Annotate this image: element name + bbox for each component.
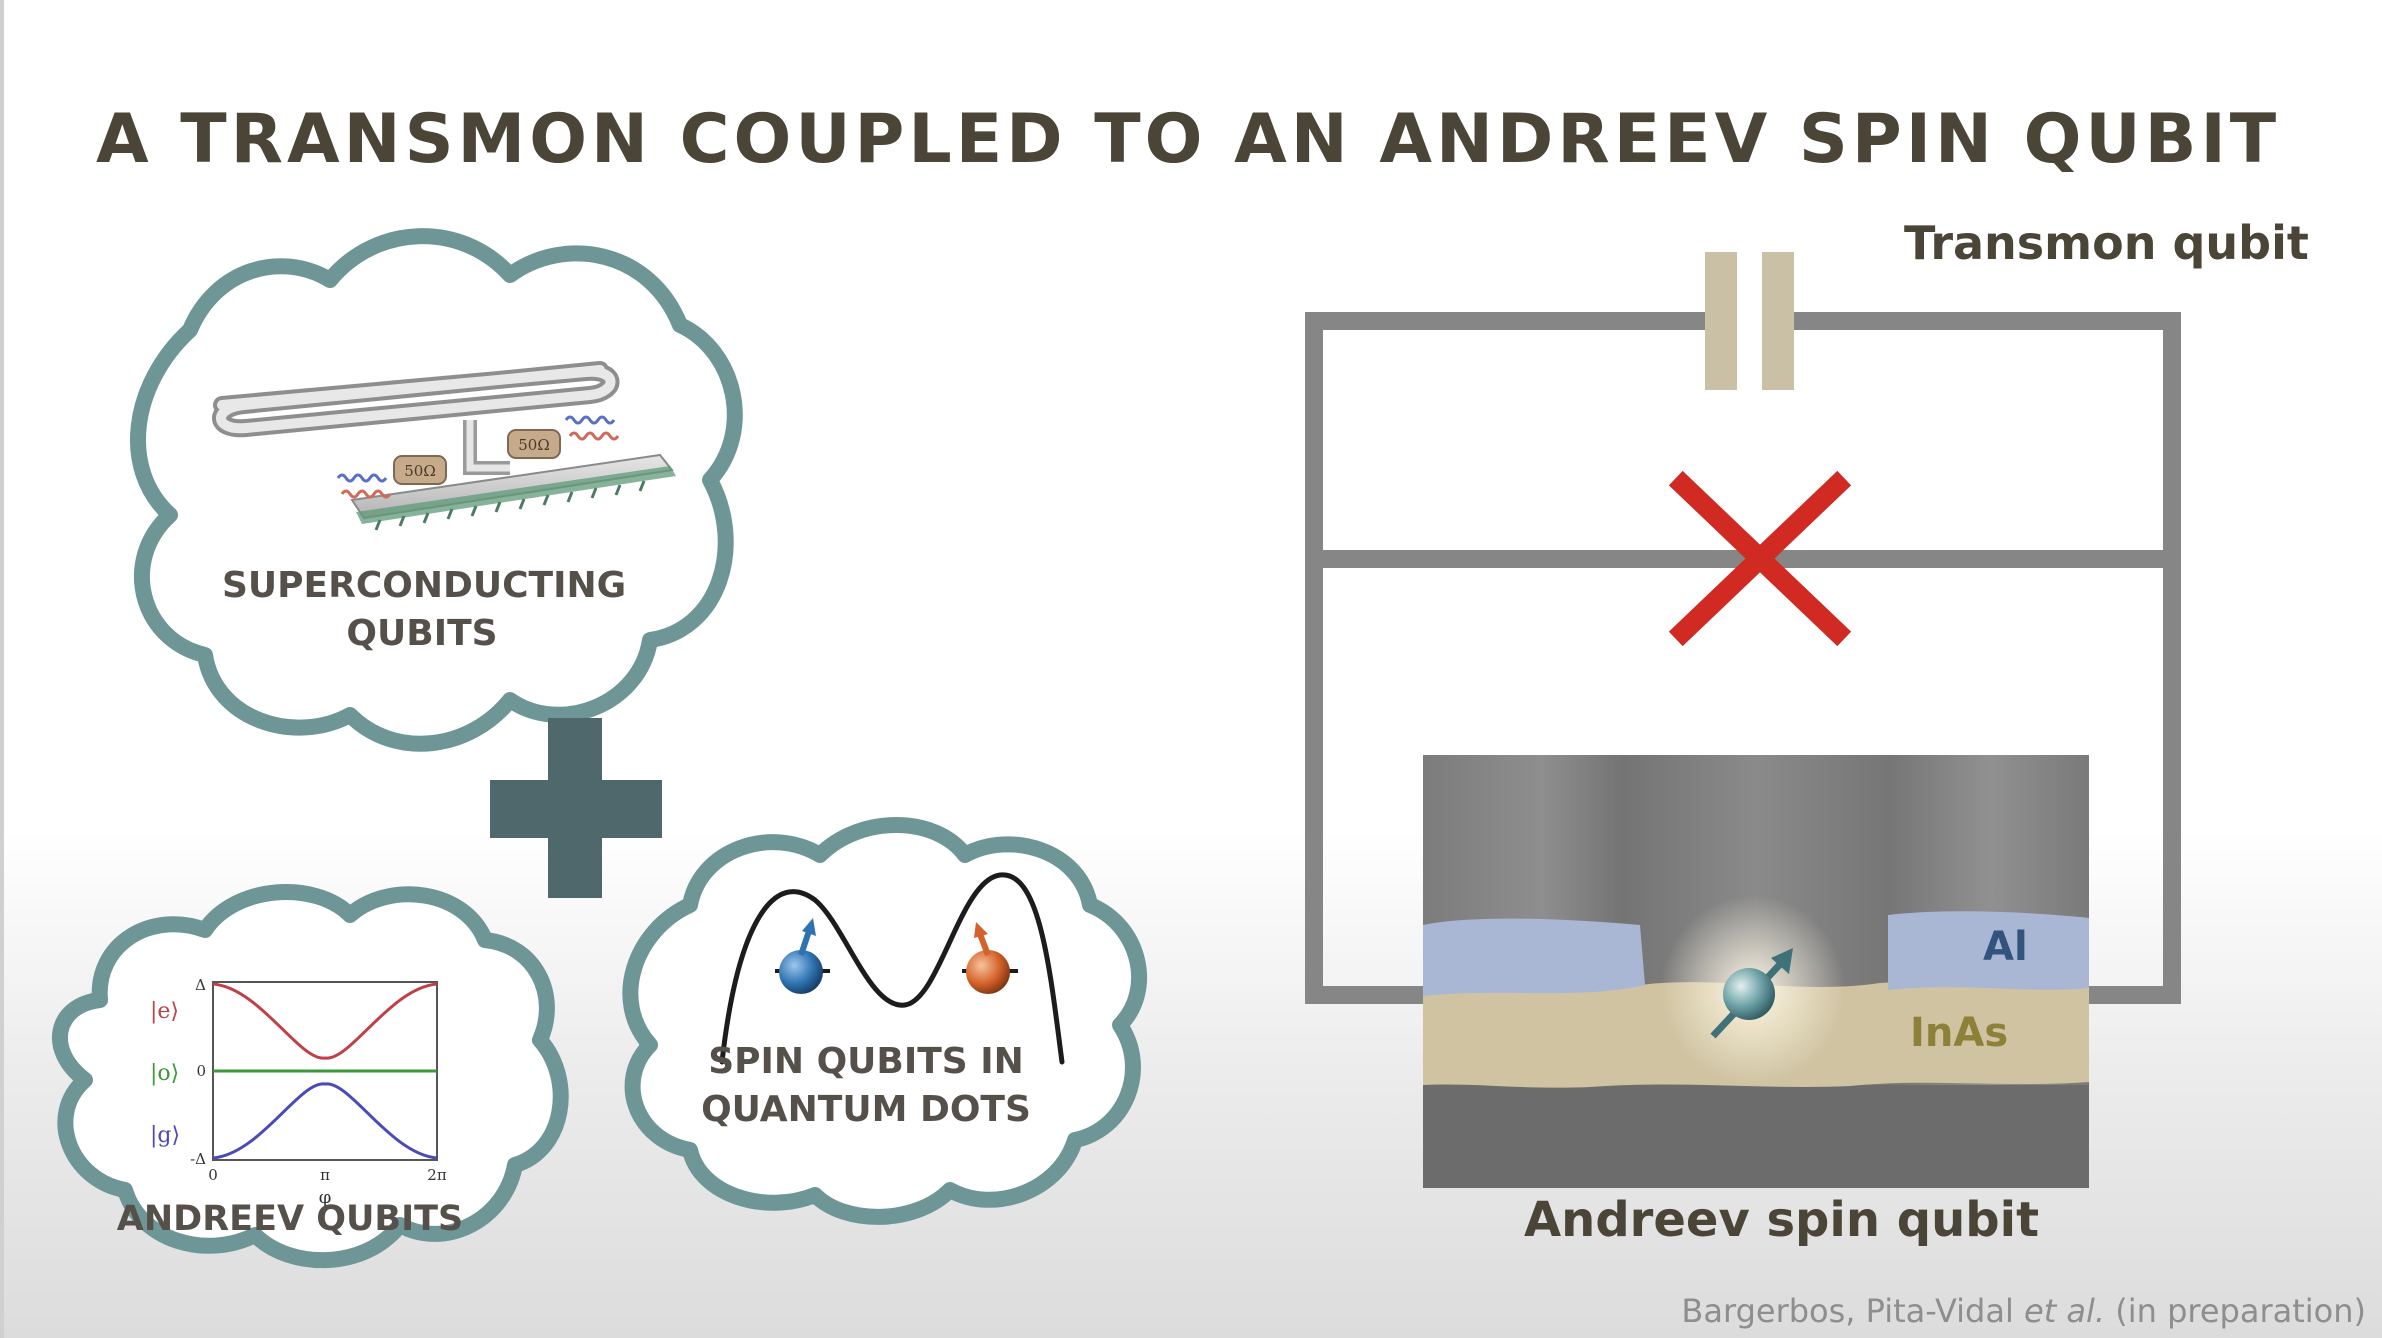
superconducting-label-line-1: SUPERCONDUCTING	[222, 565, 627, 606]
resistor-label-left: 50Ω	[404, 462, 436, 480]
citation-authors: Bargerbos, Pita-Vidal	[1681, 1292, 2024, 1330]
double-well-potential	[719, 872, 1065, 1065]
transmon-qubit-label: Transmon qubit	[1904, 216, 2309, 270]
x-tick-pi: π	[320, 1166, 330, 1184]
superconducting-qubits-label: SUPERCONDUCTING QUBITS	[222, 562, 626, 657]
resistor-50ohm-left: 50Ω	[393, 455, 447, 485]
microwave-wave-blue-right	[564, 415, 616, 425]
y-tick-minus-delta: -Δ	[190, 1150, 206, 1168]
superconducting-label-line-2: QUBITS	[346, 612, 498, 654]
state-label-ground: |g⟩	[150, 1123, 180, 1148]
aluminum-lead-left	[1423, 918, 1645, 996]
spin-label-line-2: QUANTUM DOTS	[701, 1088, 1031, 1130]
microwave-wave-blue-left	[336, 473, 388, 483]
state-label-odd: |o⟩	[150, 1061, 179, 1086]
capacitor-symbol	[1705, 252, 1794, 390]
inas-label: InAs	[1910, 1010, 2009, 1056]
citation-note: (in preparation)	[2105, 1292, 2366, 1330]
ground-plane-strip	[356, 466, 676, 524]
ground-state-curve	[212, 1082, 438, 1160]
resistor-50ohm-right: 50Ω	[507, 429, 561, 459]
andreev-spin-qubit-label: Andreev spin qubit	[1524, 1192, 2040, 1248]
spin-up-electron	[775, 918, 830, 994]
circuit-wires	[1305, 312, 2181, 1004]
ground-plane-teeth	[374, 480, 646, 531]
andreev-qubits-label: ANDREEV QUBITS	[116, 1199, 464, 1239]
plus-sign	[490, 718, 662, 898]
andreev-spin-qubit-device	[1423, 755, 2089, 1188]
transmon-circuit	[1305, 252, 2181, 1004]
spin-qubit-cloud-outline	[622, 817, 1148, 1225]
y-tick-zero: 0	[196, 1062, 206, 1080]
spin-down-electron	[962, 922, 1018, 994]
josephson-junction-cross	[1668, 470, 1852, 647]
citation-etal: et al.	[2024, 1292, 2106, 1330]
aluminum-lead-right	[1888, 911, 2089, 990]
state-label-excited: |e⟩	[150, 999, 179, 1024]
microwave-wave-red-right	[568, 431, 620, 441]
andreev-energy-plot: |e⟩ |o⟩ |g⟩ Δ 0 -Δ 0 π 2π φ	[150, 976, 447, 1208]
andreev-cloud: |e⟩ |o⟩ |g⟩ Δ 0 -Δ 0 π 2π φ	[51, 884, 569, 1268]
citation: Bargerbos, Pita-Vidal et al. (in prepara…	[1681, 1292, 2366, 1330]
excited-state-curve	[212, 982, 438, 1060]
y-tick-delta: Δ	[195, 976, 206, 994]
x-tick-two-pi: 2π	[427, 1166, 447, 1184]
slide-left-border	[0, 0, 4, 1338]
spin-qubit-cloud	[622, 817, 1148, 1225]
superconducting-cloud: 50Ω 50Ω	[129, 228, 743, 752]
microwave-wave-red-left	[340, 489, 392, 499]
spin-label-line-1: SPIN QUBITS IN	[708, 1041, 1024, 1082]
spin-qubits-label: SPIN QUBITS IN QUANTUM DOTS	[666, 1038, 1066, 1133]
resistor-label-right: 50Ω	[518, 436, 550, 454]
superconducting-circuit-sketch: 50Ω 50Ω	[212, 361, 676, 531]
aluminum-label: Al	[1983, 924, 2028, 970]
x-tick-zero: 0	[208, 1166, 218, 1184]
spin-qubit-electron	[1710, 948, 1793, 1039]
x-axis-phase-symbol: φ	[319, 1187, 332, 1208]
device-dark-bottom	[1423, 1085, 2089, 1188]
slide-title: A TRANSMON COUPLED TO AN ANDREEV SPIN QU…	[96, 100, 2281, 179]
